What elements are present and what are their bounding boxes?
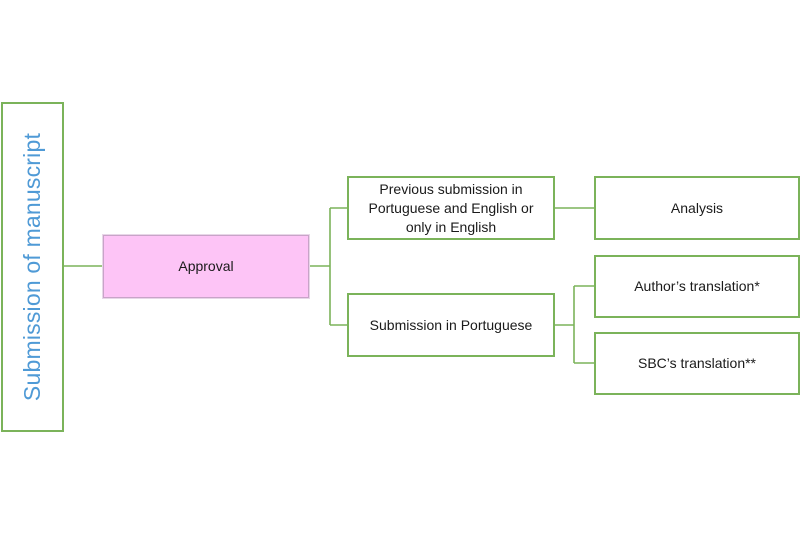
author-translation-node: Author’s translation* (594, 255, 800, 318)
submission-portuguese-node: Submission in Portuguese (347, 293, 555, 357)
sbc-translation-label: SBC’s translation** (637, 355, 757, 371)
previous-submission-label: Previous submission in Portuguese and En… (368, 180, 534, 235)
previous-submission-node: Previous submission in Portuguese and En… (347, 176, 555, 240)
sbc-translation-node: SBC’s translation** (594, 332, 800, 395)
submission-manuscript-label: Submission of manuscript (19, 132, 46, 402)
submission-portuguese-label: Submission in Portuguese (369, 316, 533, 333)
analysis-node: Analysis (594, 176, 800, 240)
submission-manuscript-node: Submission of manuscript (1, 102, 64, 432)
analysis-label: Analysis (670, 199, 724, 216)
author-translation-label: Author’s translation* (634, 278, 760, 294)
approval-node: Approval (103, 235, 309, 298)
approval-label: Approval (178, 258, 234, 274)
